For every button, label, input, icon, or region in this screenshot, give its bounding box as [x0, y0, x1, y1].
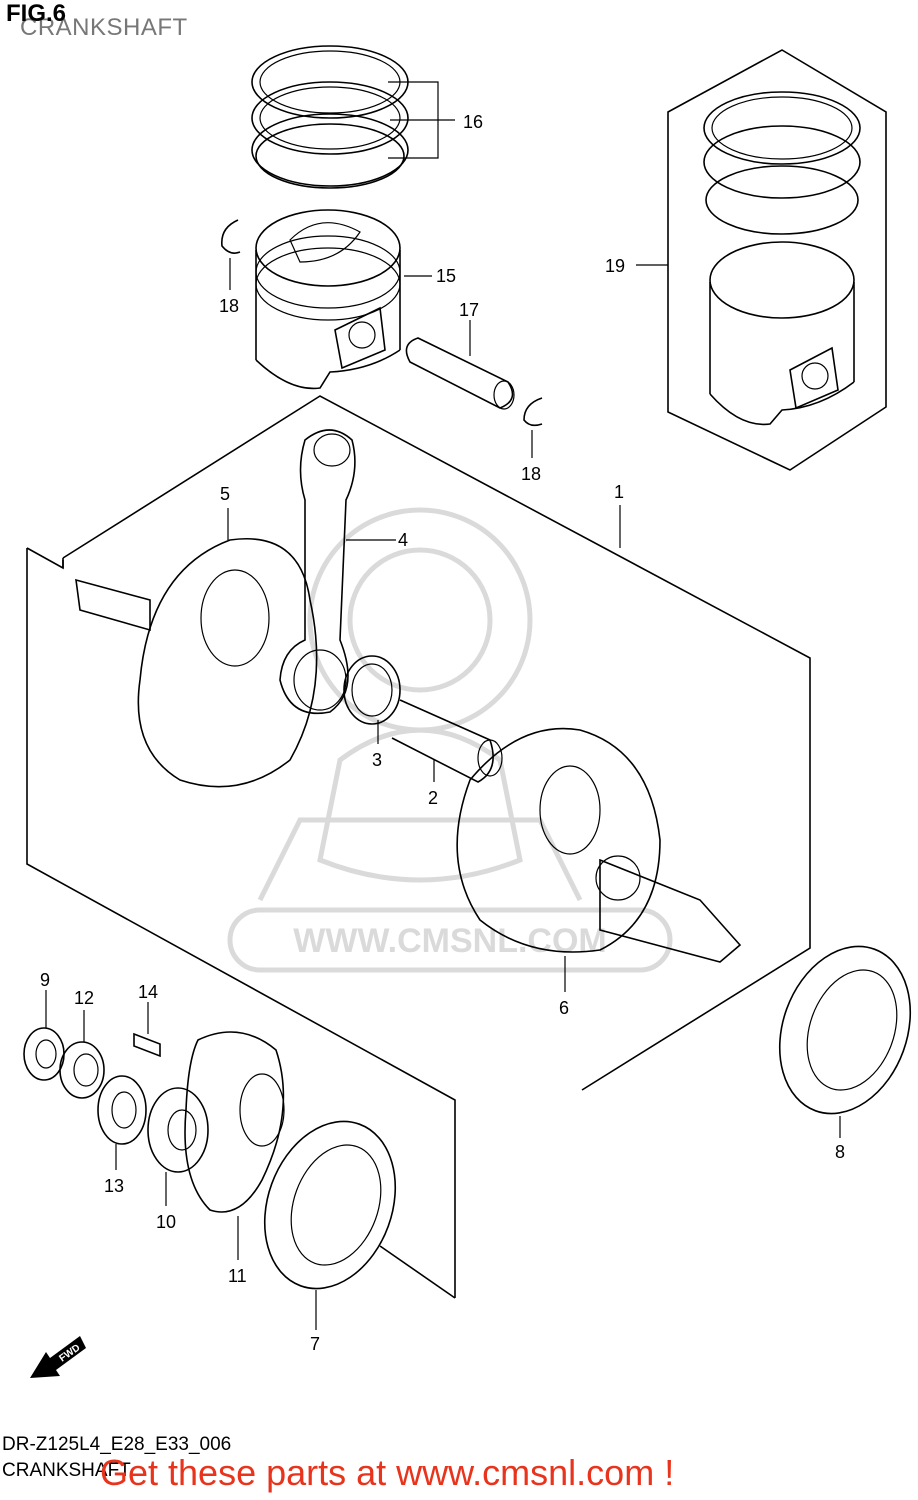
part-label: 12: [74, 988, 94, 1008]
part-label: 2: [428, 788, 438, 808]
part-label: 5: [220, 484, 230, 504]
part-label: 11: [228, 1266, 247, 1286]
part-label: 17: [459, 300, 479, 320]
key: [133, 1032, 161, 1058]
piston: [255, 209, 401, 390]
crank-pin: [391, 699, 503, 783]
washer: [97, 1075, 147, 1145]
piston-set-box: [667, 49, 887, 471]
spacer: [59, 1041, 105, 1099]
part-label: 19: [605, 256, 625, 276]
part-labels: 16 15 17 18 18 19 5 4 1 3 2 6 8 9 12 14 …: [40, 112, 845, 1354]
lower-group-box: [26, 547, 456, 1299]
part-label: 18: [521, 464, 541, 484]
gear-large: [184, 1031, 285, 1213]
part-label: 13: [104, 1176, 124, 1196]
part-label: 6: [559, 998, 569, 1018]
watermark-text: WWW.CMSNL.COM: [293, 922, 607, 960]
crankshaft-assembly-box: [62, 395, 811, 1091]
circlips: [221, 219, 543, 427]
ball-bearing-right: [778, 945, 912, 1115]
part-label: 4: [398, 530, 408, 550]
crank-web-left: [75, 538, 318, 788]
needle-bearing: [343, 655, 401, 725]
diagram-subtitle: CRANKSHAFT: [20, 14, 188, 41]
part-label: 18: [219, 296, 239, 316]
piston-pin: [405, 337, 515, 410]
promo-link[interactable]: Get these parts at www.cmsnl.com !: [100, 1452, 675, 1493]
part-label: 9: [40, 970, 50, 990]
figure-number: FIG.6: [6, 0, 67, 27]
gear-small: [147, 1087, 209, 1173]
watermark-logo: WWW.CMSNL.COM: [227, 507, 673, 973]
piston-rings: [251, 45, 409, 189]
crank-web-right: [456, 727, 742, 963]
part-label: 14: [138, 982, 158, 1002]
part-label: 7: [310, 1334, 320, 1354]
part-label: 1: [614, 482, 624, 502]
part-label: 16: [463, 112, 483, 132]
ball-bearing-left: [263, 1120, 397, 1290]
piston-set: [703, 91, 861, 426]
diagram-name: CRANKSHAFT: [2, 1460, 131, 1481]
connecting-rod: [279, 429, 356, 714]
part-label: 3: [372, 750, 382, 770]
diagram-code: DR-Z125L4_E28_E33_006: [2, 1434, 232, 1455]
oil-seal: [23, 1027, 65, 1081]
forward-direction-arrow: FWD: [30, 1336, 86, 1378]
part-label: 10: [156, 1212, 176, 1232]
part-label: 8: [835, 1142, 845, 1162]
leader-lines: [45, 81, 841, 1330]
part-label: 15: [436, 266, 456, 286]
